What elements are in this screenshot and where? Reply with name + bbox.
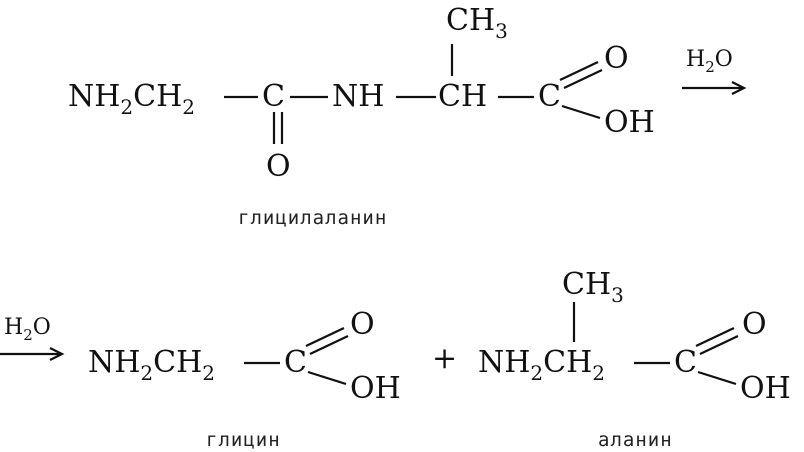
alpha-carbon: CH	[438, 79, 487, 114]
glycine-oxygen: O	[350, 307, 375, 342]
alanine-methyl: CH3	[562, 267, 624, 307]
acid-single-bond	[561, 104, 601, 120]
alanine-oxygen: O	[742, 307, 767, 342]
alanine-name: аланин	[598, 429, 673, 451]
arrow-bottom-head	[49, 347, 65, 361]
reactant-glycylalanine: NH2CH2 C O NH CH CH3 C O OH глицилаланин	[68, 3, 655, 229]
reactant-name: глицилаланин	[238, 207, 387, 229]
glycine-amino-chain: NH2CH2	[88, 345, 215, 385]
product-alanine: NH2CH2 CH3 C O OH аланин	[478, 267, 791, 451]
acid-oxygen: O	[604, 41, 629, 76]
alanine-amino-chain: NH2CH2	[478, 345, 605, 385]
alanine-hydroxyl: OH	[740, 371, 791, 406]
glycine-single-bond	[307, 370, 347, 386]
carbonyl-oxygen: O	[266, 149, 291, 184]
acid-double-bond-1	[559, 61, 599, 81]
plus-sign: +	[432, 341, 457, 376]
alanine-double-bond-1	[695, 327, 735, 347]
arrow-bottom: H2O	[0, 315, 65, 361]
amide-nh: NH	[332, 79, 384, 114]
arrow-top: H2O	[682, 47, 747, 95]
methyl-group: CH3	[446, 3, 508, 43]
amino-group-label: NH2CH2	[68, 79, 195, 119]
water-label-bottom: H2O	[4, 315, 51, 344]
product-glycine: NH2CH2 C O OH глицин	[88, 307, 401, 451]
arrow-top-head	[731, 81, 747, 95]
glycine-double-bond-2	[309, 335, 349, 355]
carbonyl-carbon: C	[262, 79, 285, 114]
acid-hydroxyl: OH	[604, 105, 655, 140]
glycine-name: глицин	[206, 429, 281, 451]
glycine-double-bond-1	[305, 327, 345, 347]
alanine-double-bond-2	[699, 335, 739, 355]
acid-carbon: C	[538, 79, 561, 114]
glycine-carbon: C	[284, 345, 307, 380]
alanine-single-bond	[697, 370, 737, 386]
alanine-carbon: C	[674, 345, 697, 380]
acid-double-bond-2	[563, 69, 603, 89]
water-label-top: H2O	[686, 47, 733, 76]
glycine-hydroxyl: OH	[350, 371, 401, 406]
